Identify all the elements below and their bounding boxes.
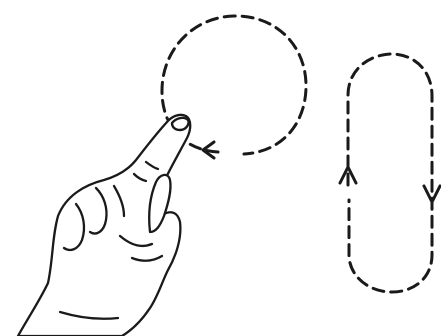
vertical-loop-gesture-path: [346, 52, 434, 294]
knuckle-crease-1: [144, 160, 160, 171]
curled-finger-1: [88, 186, 108, 235]
circle-gesture-path: [160, 14, 308, 156]
curled-finger-2: [62, 202, 86, 252]
pointing-hand-icon: [16, 113, 192, 336]
palm-line-1: [118, 234, 154, 248]
knuckle-crease-2: [132, 172, 148, 183]
wrist-line: [58, 310, 120, 320]
curled-finger-3: [112, 184, 126, 218]
loop-down-arrowhead: [422, 184, 441, 204]
loop-up-arrowhead: [338, 165, 358, 185]
vertical-loop-gesture: [338, 52, 441, 294]
circle-gesture-arrowhead: [201, 140, 216, 160]
circle-gesture: [160, 14, 308, 160]
thumb: [148, 173, 172, 234]
fingernail: [170, 116, 190, 132]
palm-line-2: [130, 254, 164, 262]
